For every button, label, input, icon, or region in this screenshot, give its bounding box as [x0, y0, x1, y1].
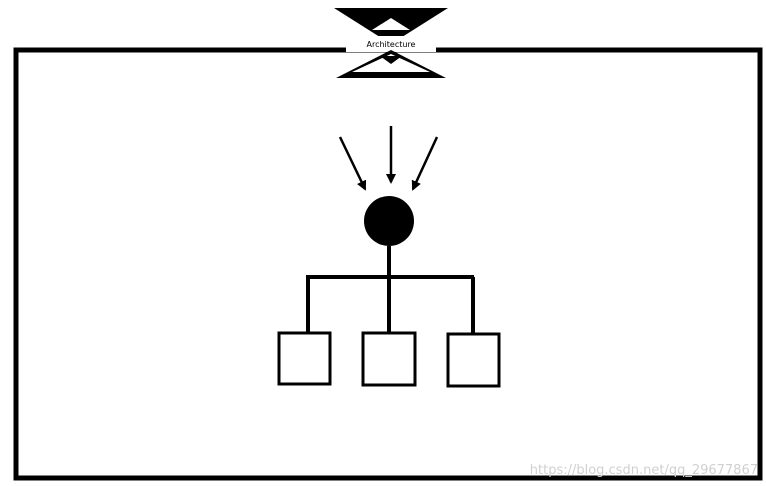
- watermark-text: https://blog.csdn.net/qq_29677867: [529, 463, 758, 478]
- incoming-arrow-left: [338, 136, 367, 191]
- child-node-center: [361, 331, 417, 387]
- badge-top-notch: [372, 18, 410, 30]
- central-node: [364, 196, 414, 246]
- badge-label: Architecture: [367, 40, 416, 49]
- title-badge: Architecture: [334, 8, 448, 78]
- badge-bottom-pointer: [380, 56, 402, 64]
- child-node-left: [277, 331, 332, 386]
- child-node-right: [446, 332, 501, 388]
- incoming-arrow-right: [411, 136, 439, 191]
- badge-label-box: [346, 36, 436, 52]
